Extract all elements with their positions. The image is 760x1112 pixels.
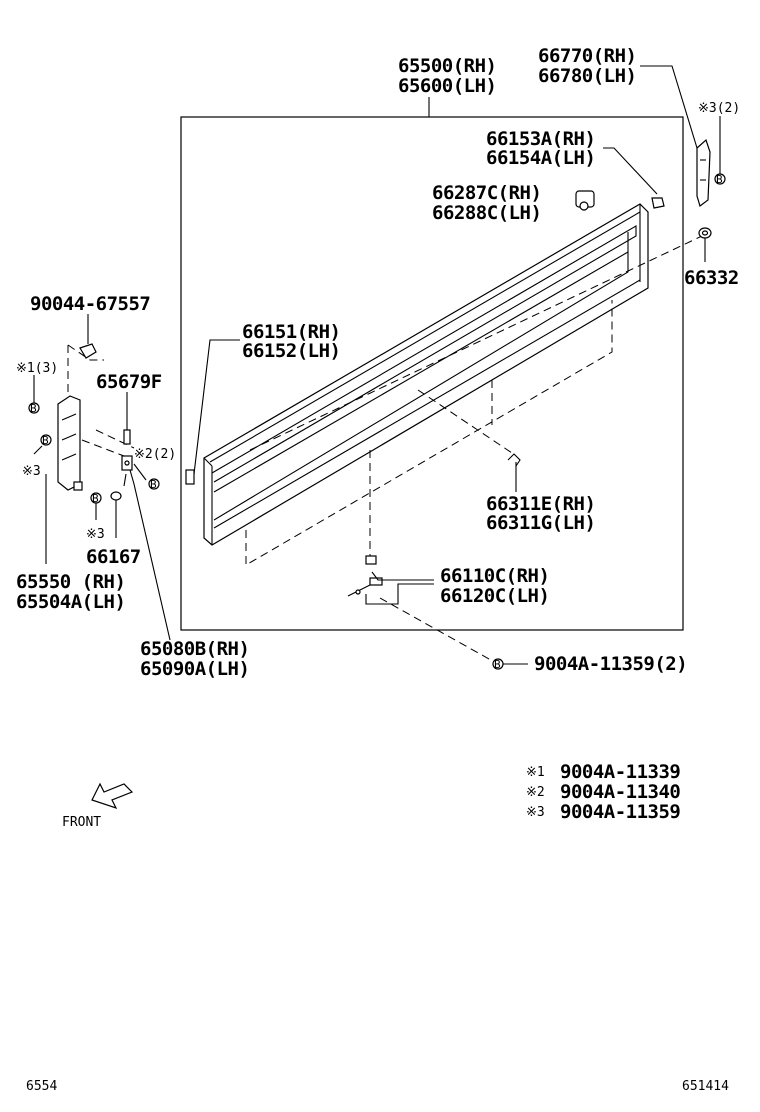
grommet[interactable] — [698, 227, 712, 239]
left-bracket[interactable] — [57, 395, 83, 491]
label-clip-a-rh: 66153A(RH) — [486, 128, 595, 150]
label-panel-rh: 65500(RH) — [398, 55, 496, 77]
bolt-b-left2 — [40, 434, 52, 446]
label-note-left3: ※3 — [22, 464, 41, 479]
clip-66287c[interactable] — [575, 190, 595, 211]
label-clip-a-lh: 66154A(LH) — [486, 147, 595, 169]
cable-65080b[interactable] — [123, 463, 171, 641]
clip-66153a[interactable] — [651, 197, 665, 209]
label-hook-rh: 66770(RH) — [538, 45, 636, 67]
figure-id: 651414 — [682, 1079, 729, 1094]
label-wire-rh: 66311E(RH) — [486, 493, 595, 515]
bumper[interactable] — [110, 491, 122, 501]
hinge-parts[interactable] — [347, 555, 383, 597]
label-wire-lh: 66311G(LH) — [486, 512, 595, 534]
label-bolt-top: 90044-67557 — [30, 293, 150, 315]
bolt-b-left2-label: B — [42, 434, 49, 447]
bolt-b-left3-label: B — [92, 492, 99, 505]
label-hook-note: ※3(2) — [698, 101, 740, 116]
label-panel-lh: 65600(LH) — [398, 75, 496, 97]
label-note-left1: ※1(3) — [16, 361, 58, 376]
label-grommet: 66332 — [684, 267, 739, 289]
label-bracket-rh: 65550 (RH) — [16, 571, 125, 593]
bolt-90044[interactable] — [79, 343, 97, 359]
panel-frame-box — [180, 116, 684, 631]
label-note-left2: ※2(2) — [134, 447, 176, 462]
page-code: 6554 — [26, 1079, 57, 1094]
label-bolt-bottom: 9004A-11359(2) — [534, 653, 687, 675]
front-label: FRONT — [62, 815, 101, 830]
legend-part-2: 9004A-11340 — [560, 781, 680, 803]
label-hinge-lh: 66120C(LH) — [440, 585, 549, 607]
bolt-b-right-label: B — [150, 478, 157, 491]
legend-part-1: 9004A-11339 — [560, 761, 680, 783]
label-clip-c-lh: 66288C(LH) — [432, 202, 541, 224]
assembly-guides — [67, 235, 703, 665]
hook-bracket[interactable] — [696, 138, 711, 207]
label-seal-rh: 66151(RH) — [242, 321, 340, 343]
bolt-b-bottom-label: B — [494, 658, 501, 671]
legend: ※1 9004A-11339 ※2 9004A-11340 ※3 9004A-1… — [526, 761, 681, 823]
bolt-b-right — [148, 478, 160, 490]
legend-part-3: 9004A-11359 — [560, 801, 680, 823]
seal-clip-left[interactable] — [185, 469, 195, 485]
wire-clip[interactable] — [507, 453, 521, 467]
label-seal-lh: 66152(LH) — [242, 340, 340, 362]
label-cable-rh: 65080B(RH) — [140, 638, 249, 660]
label-bracket-lh: 65504A(LH) — [16, 591, 125, 613]
legend-mark-2: ※2 — [526, 785, 545, 800]
legend-mark-3: ※3 — [526, 805, 545, 820]
label-bracket-f: 65679F — [96, 371, 162, 393]
front-arrow-icon — [91, 782, 134, 810]
legend-mark-1: ※1 — [526, 765, 545, 780]
label-cable-lh: 65090A(LH) — [140, 658, 249, 680]
label-hook-lh: 66780(LH) — [538, 65, 636, 87]
label-clip-c-rh: 66287C(RH) — [432, 182, 541, 204]
bolt-b-left1-label: B — [30, 402, 37, 415]
bolt-b-hook-label: B — [716, 173, 723, 186]
label-hinge-rh: 66110C(RH) — [440, 565, 549, 587]
label-bumper: 66167 — [86, 546, 141, 568]
bracket-65679f[interactable] — [121, 429, 133, 471]
tailgate-panel[interactable] — [203, 203, 649, 546]
label-note-left4: ※3 — [86, 527, 105, 542]
